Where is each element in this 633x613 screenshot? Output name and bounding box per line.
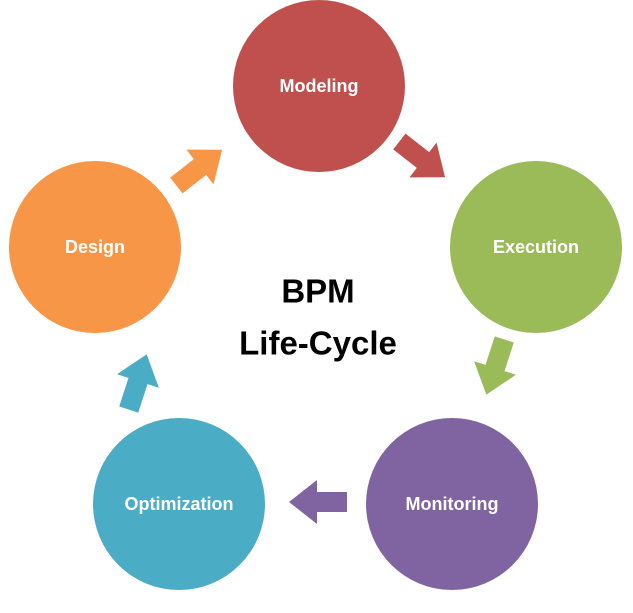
- node-optimization-label: Optimization: [125, 494, 234, 514]
- arrow-monitoring-to-optimization: [289, 480, 347, 524]
- node-execution-circle: [450, 161, 622, 333]
- node-design-circle: [9, 161, 181, 333]
- arrow-execution-to-monitoring: [465, 332, 526, 402]
- arrow-optimization-to-design-shape: [107, 347, 168, 417]
- center-title-line1: BPM: [281, 273, 354, 310]
- node-monitoring: Monitoring: [366, 418, 538, 590]
- node-modeling: Modeling: [233, 0, 405, 172]
- node-modeling-circle: [233, 0, 405, 172]
- arrow-design-to-modeling-shape: [162, 132, 236, 203]
- arrow-modeling-to-execution-shape: [385, 124, 459, 195]
- arrow-monitoring-to-optimization-shape: [289, 480, 347, 524]
- node-monitoring-circle: [366, 418, 538, 590]
- node-execution-label: Execution: [493, 237, 579, 257]
- center-title: BPM Life-Cycle: [239, 273, 397, 362]
- node-design-label: Design: [65, 237, 125, 257]
- arrow-optimization-to-design: [107, 347, 168, 417]
- node-monitoring-label: Monitoring: [406, 494, 499, 514]
- node-optimization: Optimization: [93, 418, 265, 590]
- node-modeling-label: Modeling: [280, 76, 359, 96]
- arrow-modeling-to-execution: [385, 124, 459, 195]
- node-execution: Execution: [450, 161, 622, 333]
- node-optimization-circle: [93, 418, 265, 590]
- node-design: Design: [9, 161, 181, 333]
- center-title-line2: Life-Cycle: [239, 325, 397, 362]
- arrow-design-to-modeling: [162, 132, 236, 203]
- arrow-execution-to-monitoring-shape: [465, 332, 526, 402]
